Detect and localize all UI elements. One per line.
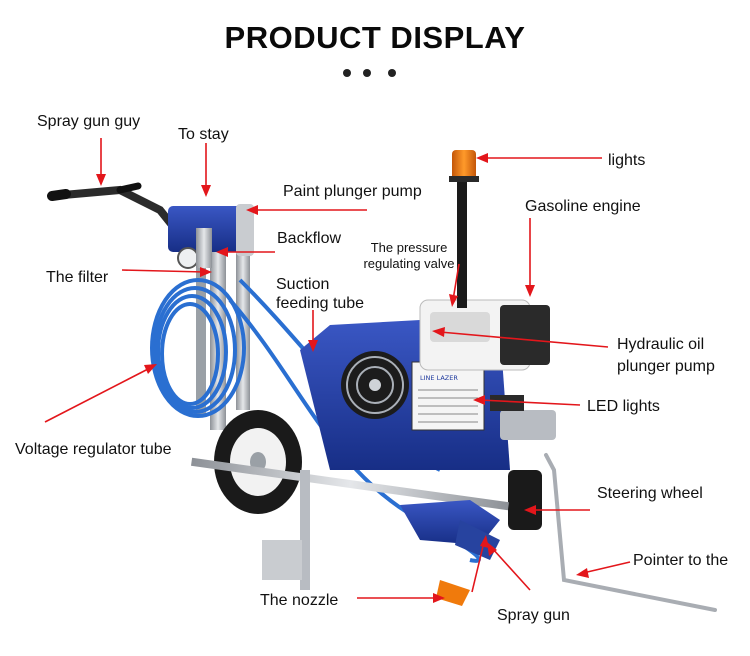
label-led-lights: LED lights [587, 398, 660, 415]
callout-arrows [44, 138, 631, 599]
label-spray-gun-guy: Spray gun guy [37, 113, 141, 130]
label-gasoline-engine: Gasoline engine [525, 198, 641, 215]
label-steering-wheel: Steering wheel [597, 485, 703, 502]
label-suction-line-1: Suction [276, 276, 330, 293]
label-hydraulic-line-2: plunger pump [617, 358, 715, 375]
label-pressure-line-1: The pressure [370, 240, 448, 255]
label-spray-gun: Spray gun [497, 607, 570, 624]
label-pressure-line-2: regulating valve [363, 256, 455, 271]
page-title: PRODUCT DISPLAY [224, 20, 526, 55]
label-suction-feeding-tube: Suction feeding tube [276, 275, 364, 313]
label-to-stay: To stay [178, 126, 229, 143]
label-paint-plunger-pump: Paint plunger pump [283, 183, 422, 200]
machine-brand-label: LINE LAZER [420, 374, 458, 382]
spray-gun-bar [191, 457, 509, 606]
label-pressure-regulating-valve: The pressure regulating valve [355, 240, 463, 272]
label-voltage-regulator-tube: Voltage regulator tube [15, 441, 172, 458]
label-the-nozzle: The nozzle [260, 592, 339, 609]
front-wheel [490, 395, 556, 530]
dot [343, 69, 351, 77]
dot [363, 69, 371, 77]
warning-light-mast [449, 150, 479, 308]
label-suction-line-2: feeding tube [276, 295, 365, 312]
ellipsis-dots-icon [340, 69, 410, 79]
label-backflow: Backflow [277, 230, 342, 247]
paint-plunger-pump [168, 204, 254, 269]
label-hydraulic-oil-plunger-pump: Hydraulic oil plunger pump [617, 334, 715, 378]
dot [388, 69, 396, 77]
label-lights: lights [608, 152, 646, 169]
label-hydraulic-line-1: Hydraulic oil [617, 336, 705, 353]
callout-arrowheads [96, 153, 589, 603]
label-the-filter: The filter [46, 269, 109, 286]
gasoline-engine [419, 299, 550, 371]
label-pointer: Pointer to the [633, 552, 729, 569]
rear-wheel [214, 410, 302, 514]
pointer-rod [544, 453, 717, 612]
hose-coil [150, 278, 481, 563]
